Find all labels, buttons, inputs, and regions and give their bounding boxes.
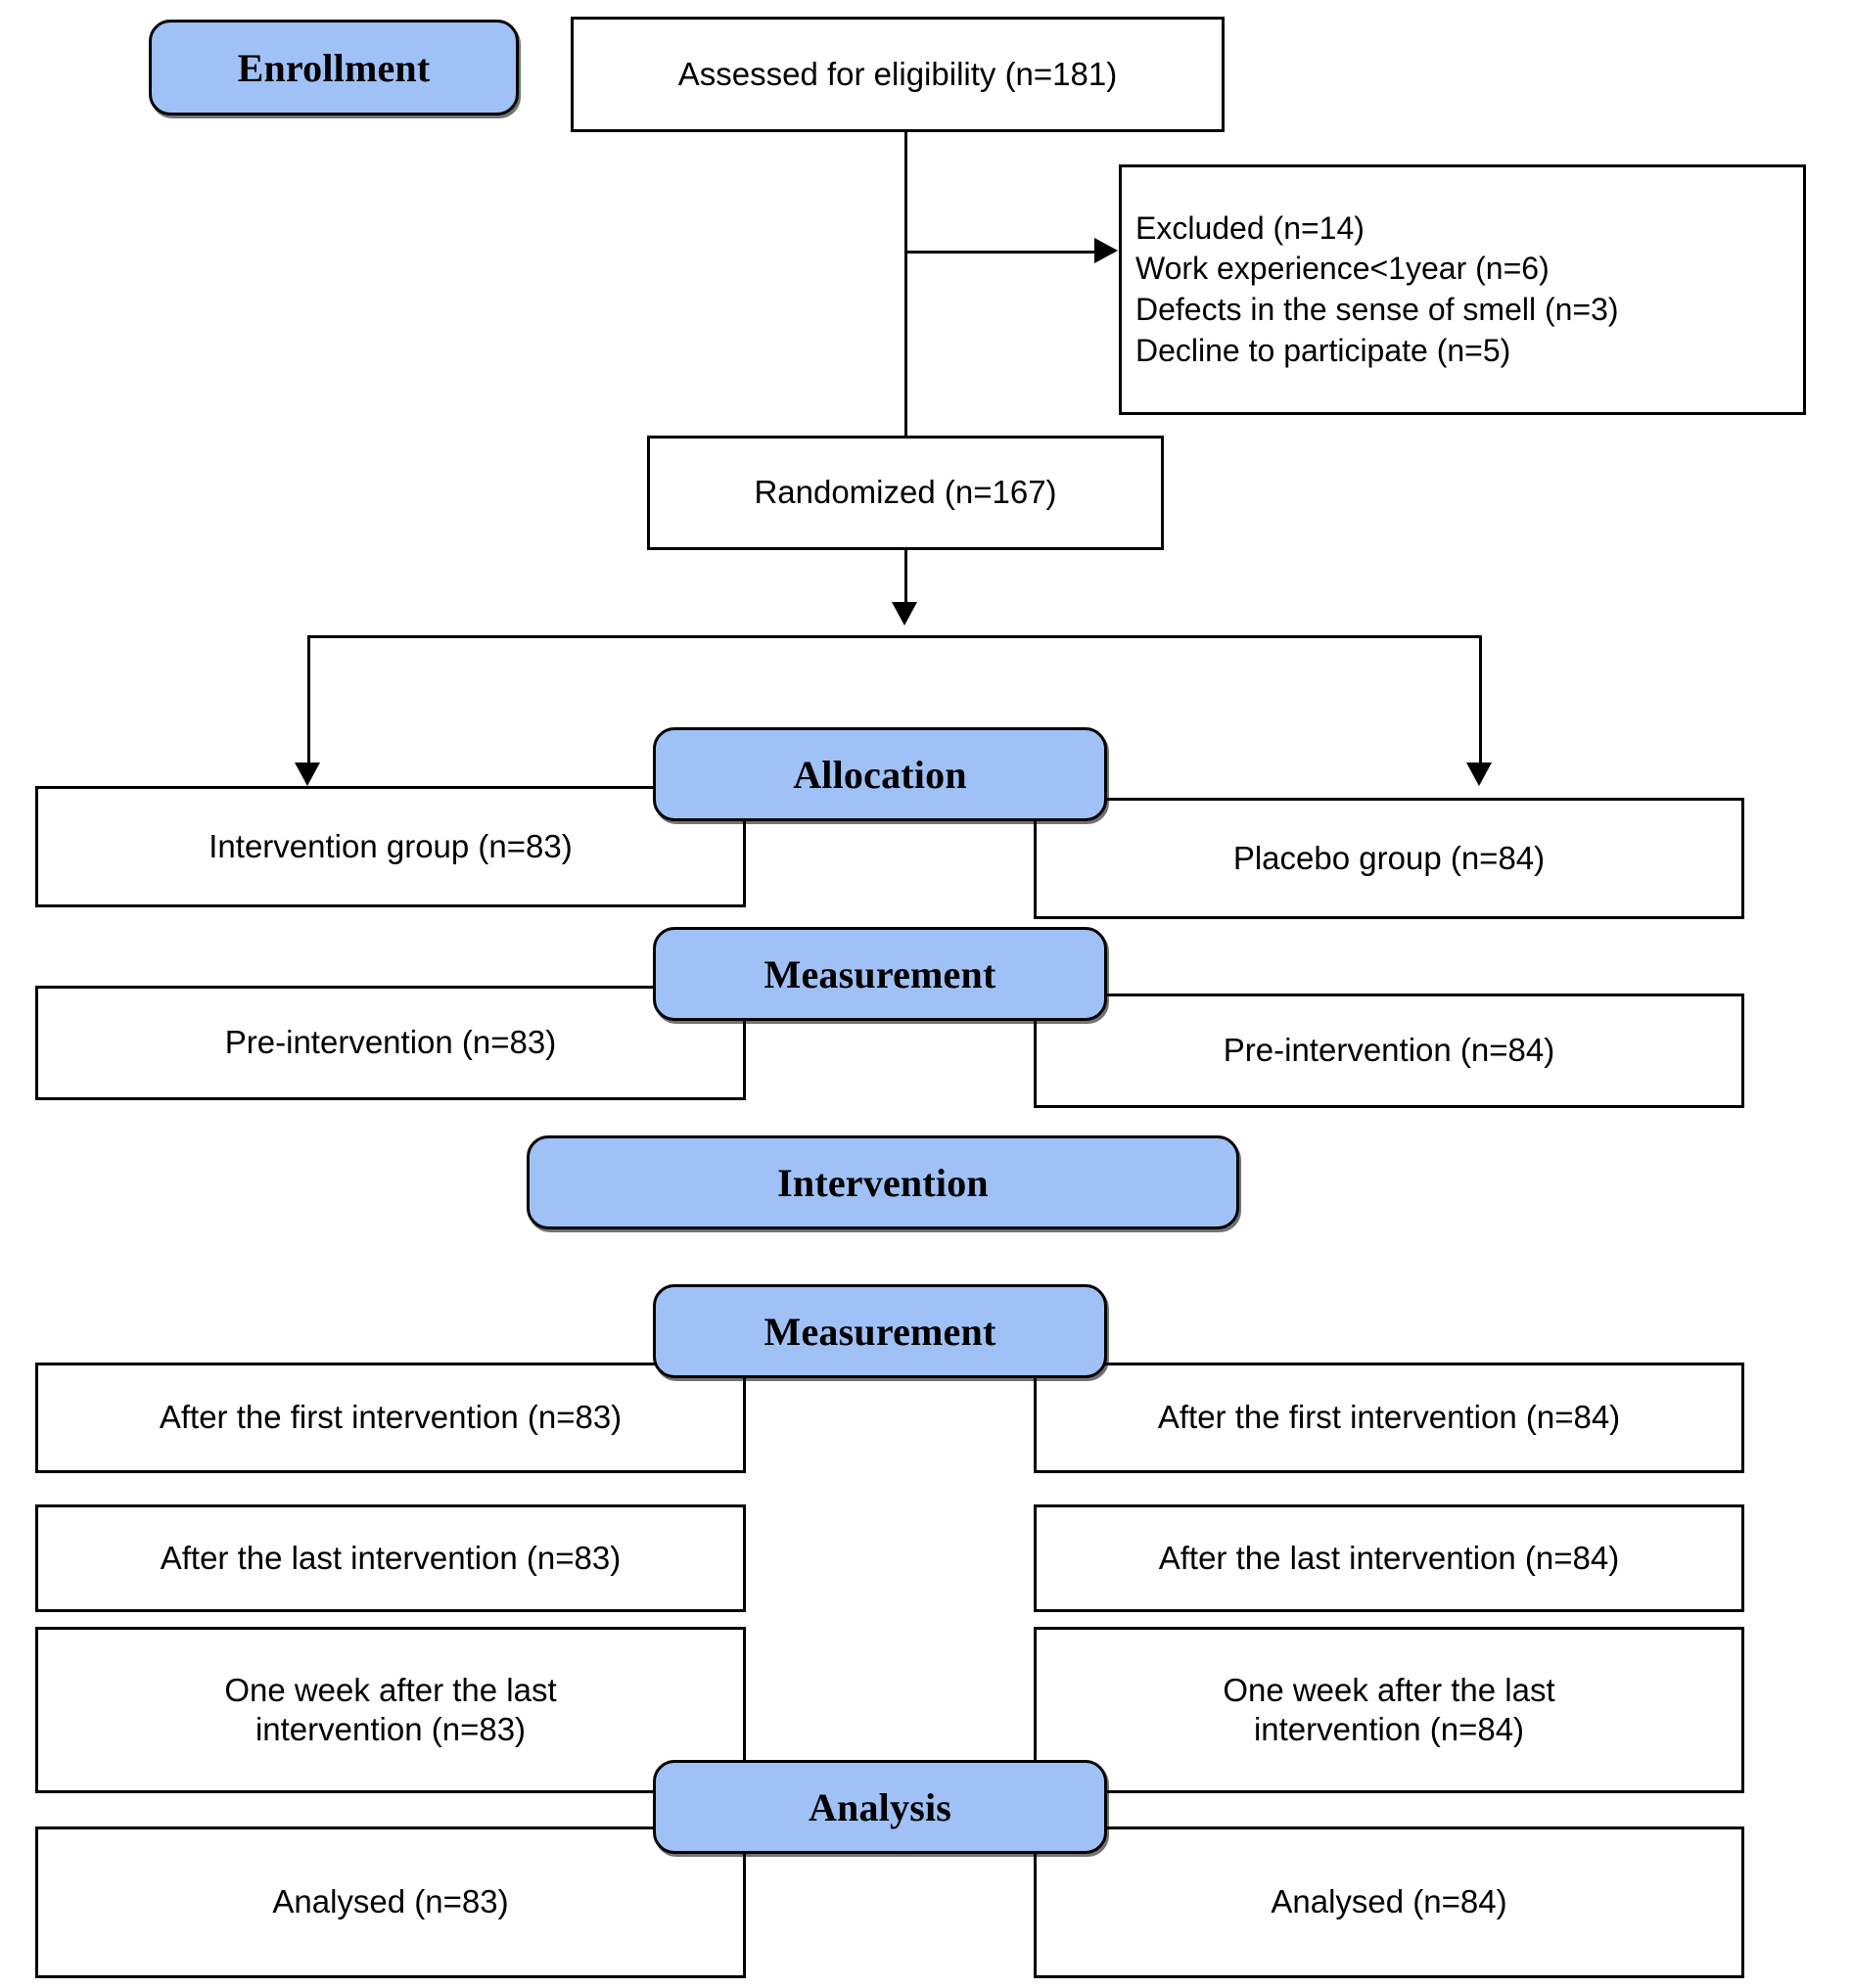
connector-split-bar <box>307 635 1479 638</box>
box-allocation-right: Placebo group (n=84) <box>1034 798 1744 919</box>
banner-analysis-label: Analysis <box>808 1784 952 1829</box>
box-analysed-left-text: Analysed (n=83) <box>272 1883 509 1920</box>
connector-assessed-to-randomized <box>904 132 907 436</box>
arrow-randomized-down-icon <box>892 602 917 625</box>
box-measurement-pre-left: Pre-intervention (n=83) <box>35 986 746 1100</box>
arrow-split-left-icon <box>295 763 320 786</box>
banner-measurement-post: Measurement <box>653 1284 1107 1378</box>
box-after-first-right-text: After the first intervention (n=84) <box>1157 1399 1621 1436</box>
box-randomized-text: Randomized (n=167) <box>754 474 1057 511</box>
banner-measurement-pre-label: Measurement <box>764 951 996 996</box>
box-after-first-right: After the first intervention (n=84) <box>1034 1363 1744 1473</box>
box-after-last-right-text: After the last intervention (n=84) <box>1158 1539 1620 1576</box>
box-allocation-right-text: Placebo group (n=84) <box>1232 839 1546 876</box>
box-excluded: Excluded (n=14) Work experience<1year (n… <box>1119 164 1806 415</box>
banner-intervention-label: Intervention <box>777 1160 989 1205</box>
box-after-last-left: After the last intervention (n=83) <box>35 1504 746 1612</box>
connector-split-left-down <box>307 635 310 763</box>
banner-intervention: Intervention <box>527 1135 1239 1229</box>
box-measurement-pre-right: Pre-intervention (n=84) <box>1034 994 1744 1108</box>
banner-allocation: Allocation <box>653 727 1107 821</box>
box-one-week-after-right: One week after the last intervention (n=… <box>1034 1627 1744 1793</box>
box-allocation-left-text: Intervention group (n=83) <box>208 827 573 864</box>
box-randomized: Randomized (n=167) <box>647 436 1164 550</box>
box-after-last-left-text: After the last intervention (n=83) <box>160 1539 622 1576</box>
box-one-week-after-left-text: One week after the last intervention (n=… <box>224 1671 557 1747</box>
banner-allocation-label: Allocation <box>793 752 967 797</box>
banner-analysis: Analysis <box>653 1760 1107 1854</box>
box-one-week-after-right-text: One week after the last intervention (n=… <box>1223 1671 1555 1747</box>
box-after-last-right: After the last intervention (n=84) <box>1034 1504 1744 1612</box>
connector-randomized-down <box>904 550 907 602</box>
box-excluded-text: Excluded (n=14) Work experience<1year (n… <box>1135 209 1619 368</box>
banner-measurement-pre: Measurement <box>653 927 1107 1021</box>
box-analysed-right-text: Analysed (n=84) <box>1271 1883 1507 1920</box>
box-analysed-right: Analysed (n=84) <box>1034 1826 1744 1978</box>
box-analysed-left: Analysed (n=83) <box>35 1826 746 1978</box>
box-assessed-text: Assessed for eligibility (n=181) <box>677 55 1118 92</box>
connector-to-excluded <box>904 251 1096 254</box>
arrow-split-right-icon <box>1466 763 1492 786</box>
box-allocation-left: Intervention group (n=83) <box>35 786 746 907</box>
box-measurement-pre-left-text: Pre-intervention (n=83) <box>224 1024 557 1061</box>
banner-measurement-post-label: Measurement <box>764 1309 996 1354</box>
box-assessed-for-eligibility: Assessed for eligibility (n=181) <box>571 17 1225 132</box>
connector-split-right-down <box>1479 635 1482 763</box>
box-one-week-after-left: One week after the last intervention (n=… <box>35 1627 746 1793</box>
box-measurement-pre-right-text: Pre-intervention (n=84) <box>1223 1032 1555 1069</box>
banner-enrollment: Enrollment <box>149 20 519 116</box>
box-after-first-left: After the first intervention (n=83) <box>35 1363 746 1473</box>
arrow-to-excluded-icon <box>1094 238 1118 263</box>
box-after-first-left-text: After the first intervention (n=83) <box>159 1399 623 1436</box>
banner-enrollment-label: Enrollment <box>237 45 431 90</box>
